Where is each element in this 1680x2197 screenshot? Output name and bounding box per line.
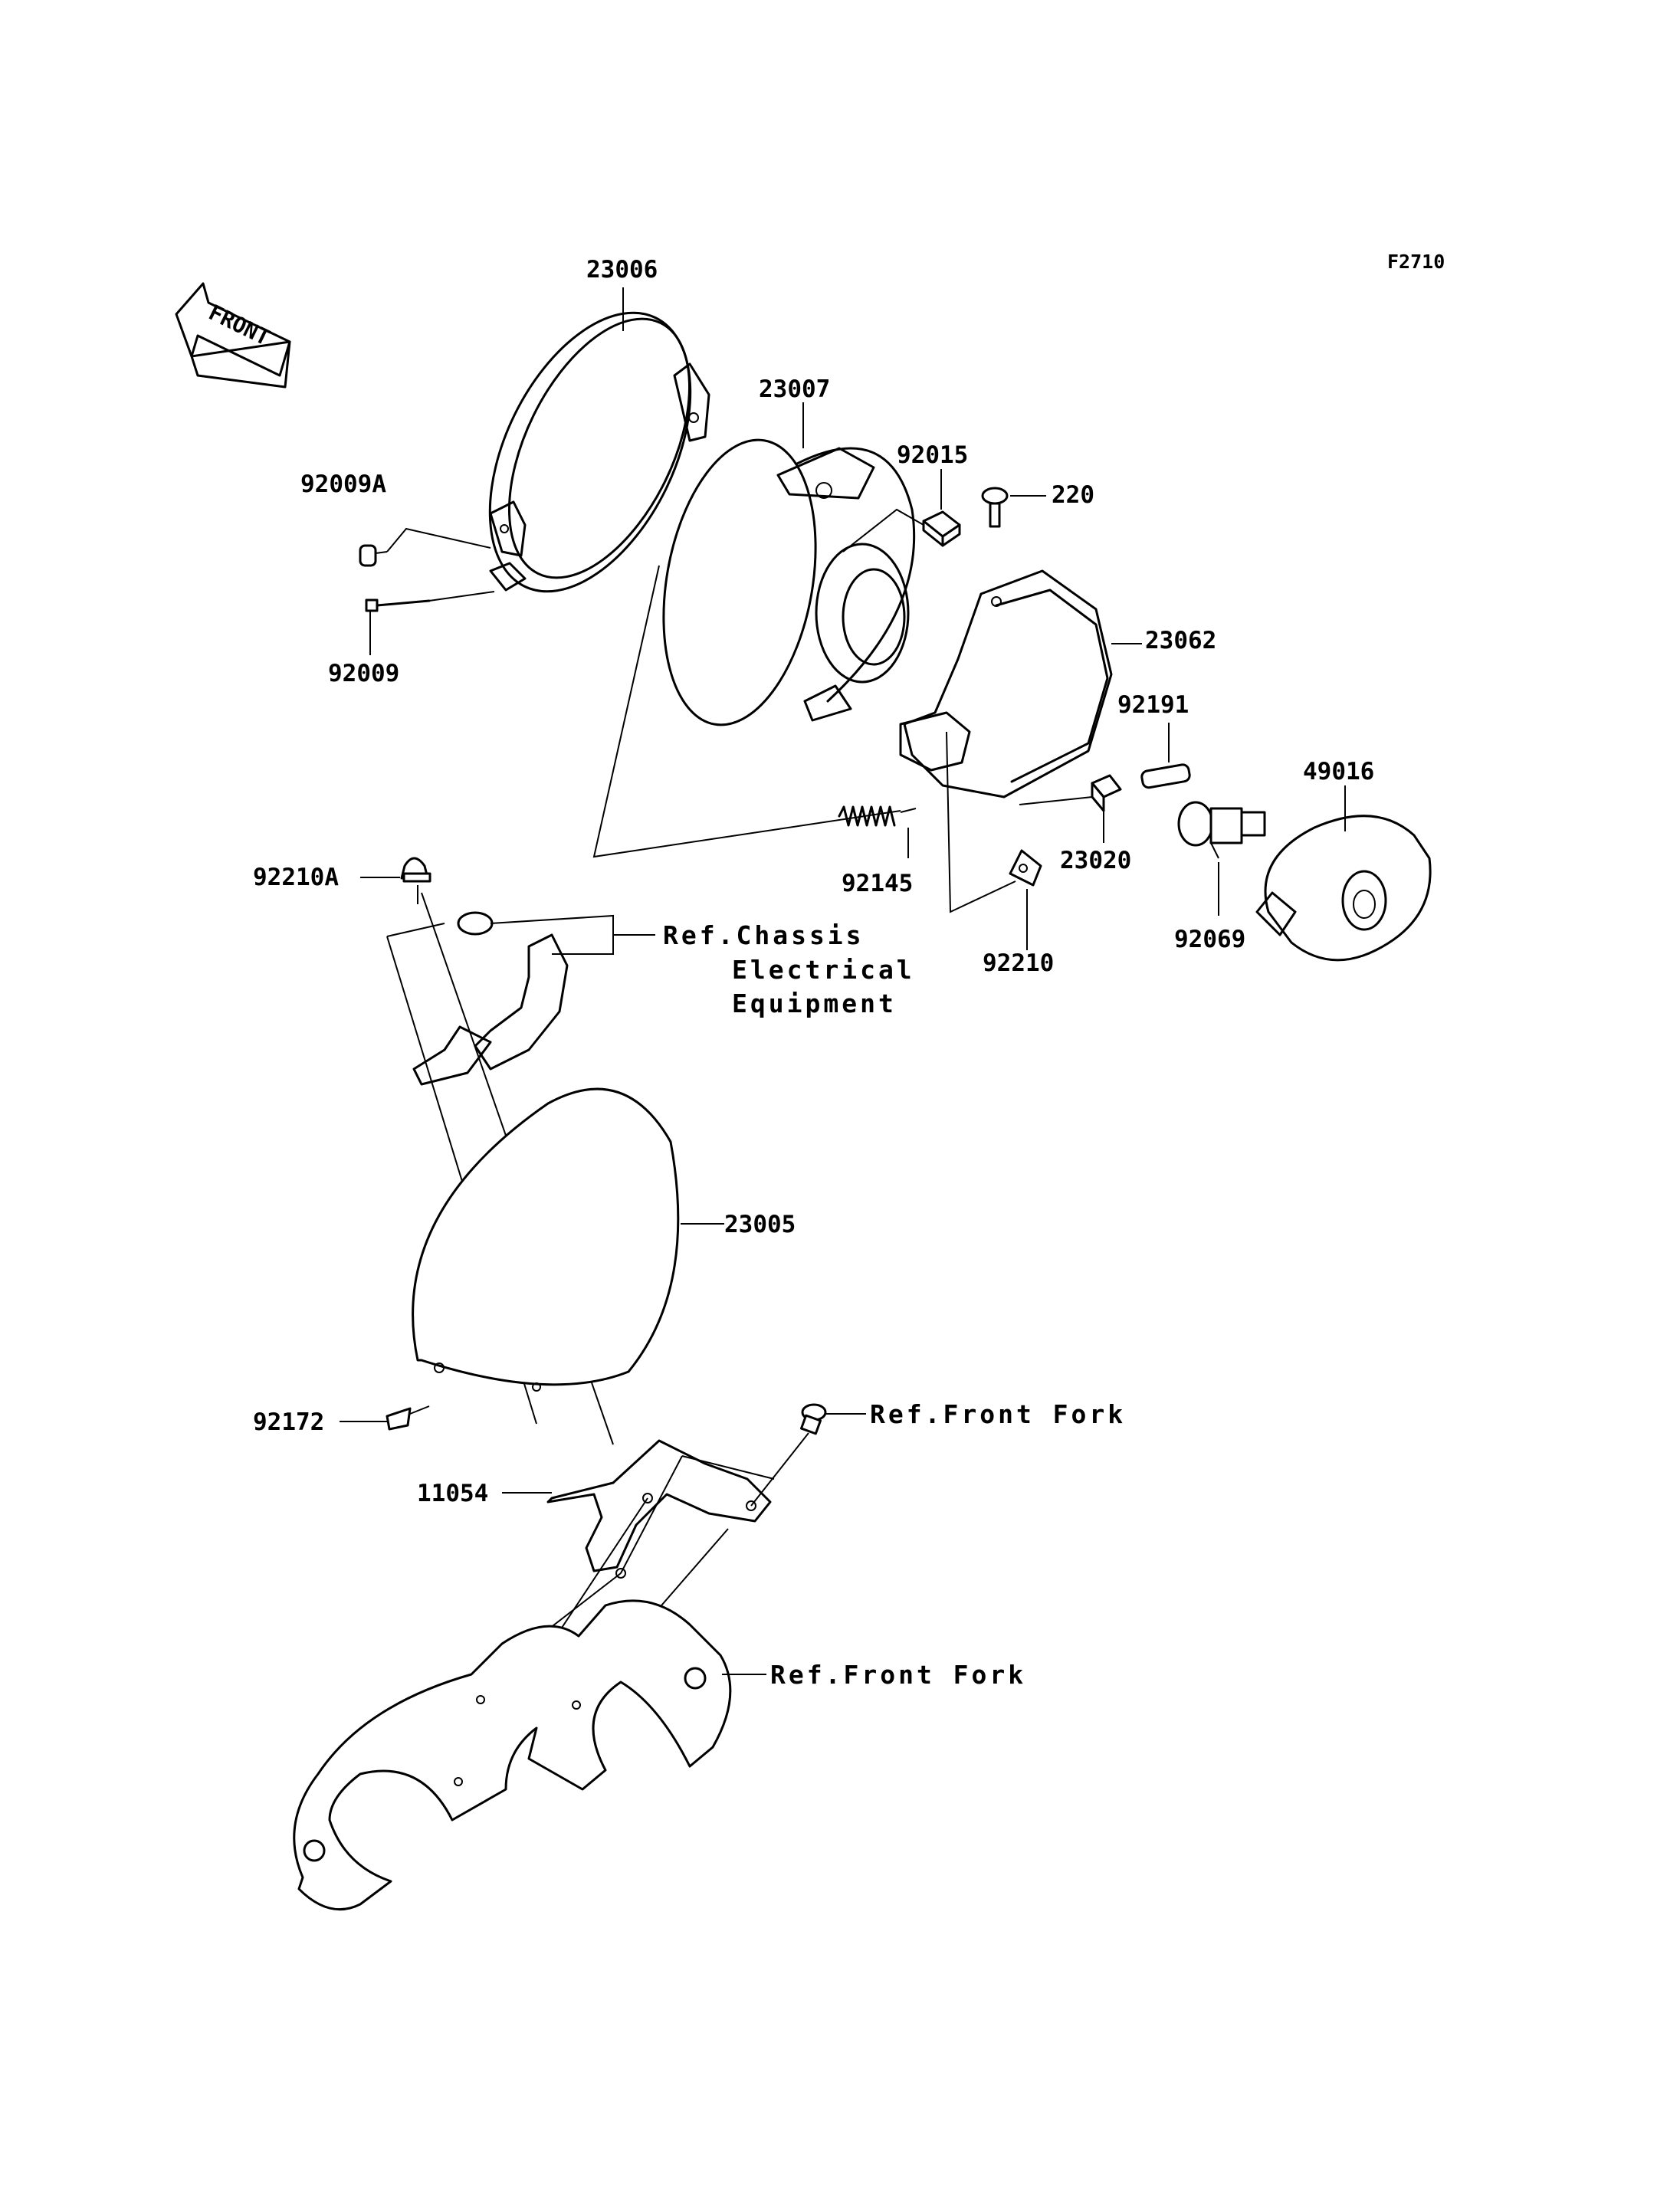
reflector-unit-23007 xyxy=(662,438,916,726)
bolt-92009a-icon xyxy=(359,544,388,567)
headlight-shell-23005 xyxy=(412,1087,680,1392)
part-label-11054: 11054 xyxy=(417,1480,488,1507)
part-label-92191: 92191 xyxy=(1117,691,1189,719)
part-label-23007: 23007 xyxy=(759,375,830,403)
lower-fork-bracket xyxy=(293,1599,732,1911)
part-label-92210: 92210 xyxy=(983,949,1054,977)
part-label-220: 220 xyxy=(1052,481,1094,509)
bulb-92069-icon xyxy=(1177,801,1266,859)
part-label-92009: 92009 xyxy=(328,660,399,687)
ref-front-fork-lower: Ref.Front Fork xyxy=(770,1660,1026,1690)
cap-49016 xyxy=(1255,815,1432,962)
ref-chassis-line3: Equipment xyxy=(732,989,897,1018)
part-label-92009a: 92009A xyxy=(300,471,386,498)
bracket-11054 xyxy=(546,1439,772,1579)
part-label-92210a: 92210A xyxy=(253,864,339,891)
front-arrow-icon: FRONT xyxy=(175,282,291,389)
pin-92191-icon xyxy=(1140,763,1191,789)
part-label-23006: 23006 xyxy=(586,256,658,284)
part-label-23062: 23062 xyxy=(1145,627,1216,654)
clip-23020-icon xyxy=(1091,774,1122,812)
nut-92210a-icon xyxy=(400,857,431,883)
chassis-bracket xyxy=(412,911,569,1086)
ref-chassis-line2: Electrical xyxy=(732,955,915,985)
headlight-rim-23006 xyxy=(488,311,710,593)
part-label-92069: 92069 xyxy=(1174,926,1245,953)
part-label-23020: 23020 xyxy=(1060,847,1131,874)
ref-chassis-line1: Ref.Chassis xyxy=(663,920,865,950)
part-label-92145: 92145 xyxy=(842,870,913,897)
part-label-23005: 23005 xyxy=(724,1211,796,1238)
part-label-92015: 92015 xyxy=(897,441,968,469)
screw-92172-icon xyxy=(386,1405,430,1431)
spring-92145-icon xyxy=(838,805,896,827)
fork-bolt-icon xyxy=(800,1403,827,1435)
ref-front-fork-upper: Ref.Front Fork xyxy=(870,1399,1126,1429)
figure-code: F2710 xyxy=(1387,251,1445,273)
nut-92015-icon xyxy=(922,510,961,547)
part-label-92172: 92172 xyxy=(253,1408,324,1436)
screw-220-icon xyxy=(981,487,1009,528)
bracket-23062 xyxy=(899,569,1113,798)
plate-92210-icon xyxy=(1009,849,1042,887)
bolt-92009-icon xyxy=(365,598,431,612)
part-label-49016: 49016 xyxy=(1303,758,1374,785)
